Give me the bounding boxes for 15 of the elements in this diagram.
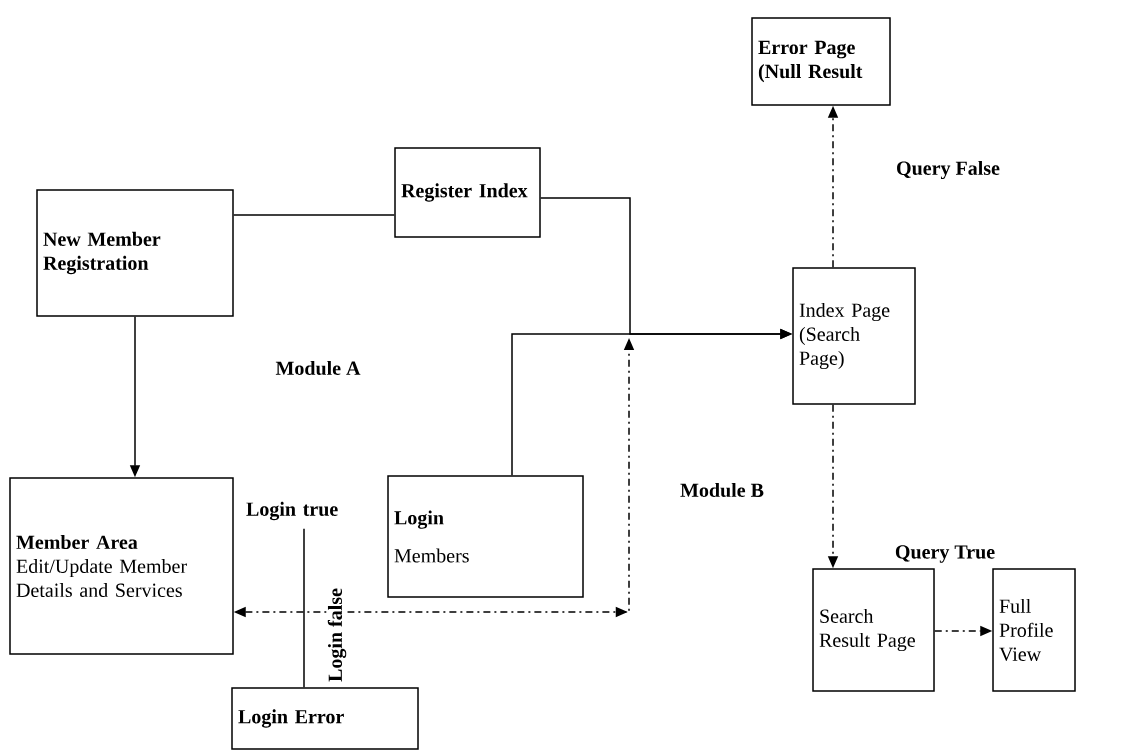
box-label: Login true [246,501,338,521]
process-box: Full Profile View [992,568,1076,692]
process-box: Login Error [231,687,419,750]
edge-label: Query True [893,544,997,564]
process-box: Member Area Edit/Update Member Details and Services [9,477,234,655]
module-label: Module A [275,360,361,376]
process-box: Error Page (Null Result [751,17,891,106]
process-box: Login Members [387,475,584,598]
edge-label: Login false [326,587,348,683]
process-box: Register Index [394,147,541,238]
process-box: New Member Registration [36,189,234,317]
module-label: Module B [680,482,764,498]
process-box: Search Result Page [812,568,935,692]
edge-label: Query False [895,159,1001,181]
process-box: Index Page (Search Page) [792,267,916,405]
